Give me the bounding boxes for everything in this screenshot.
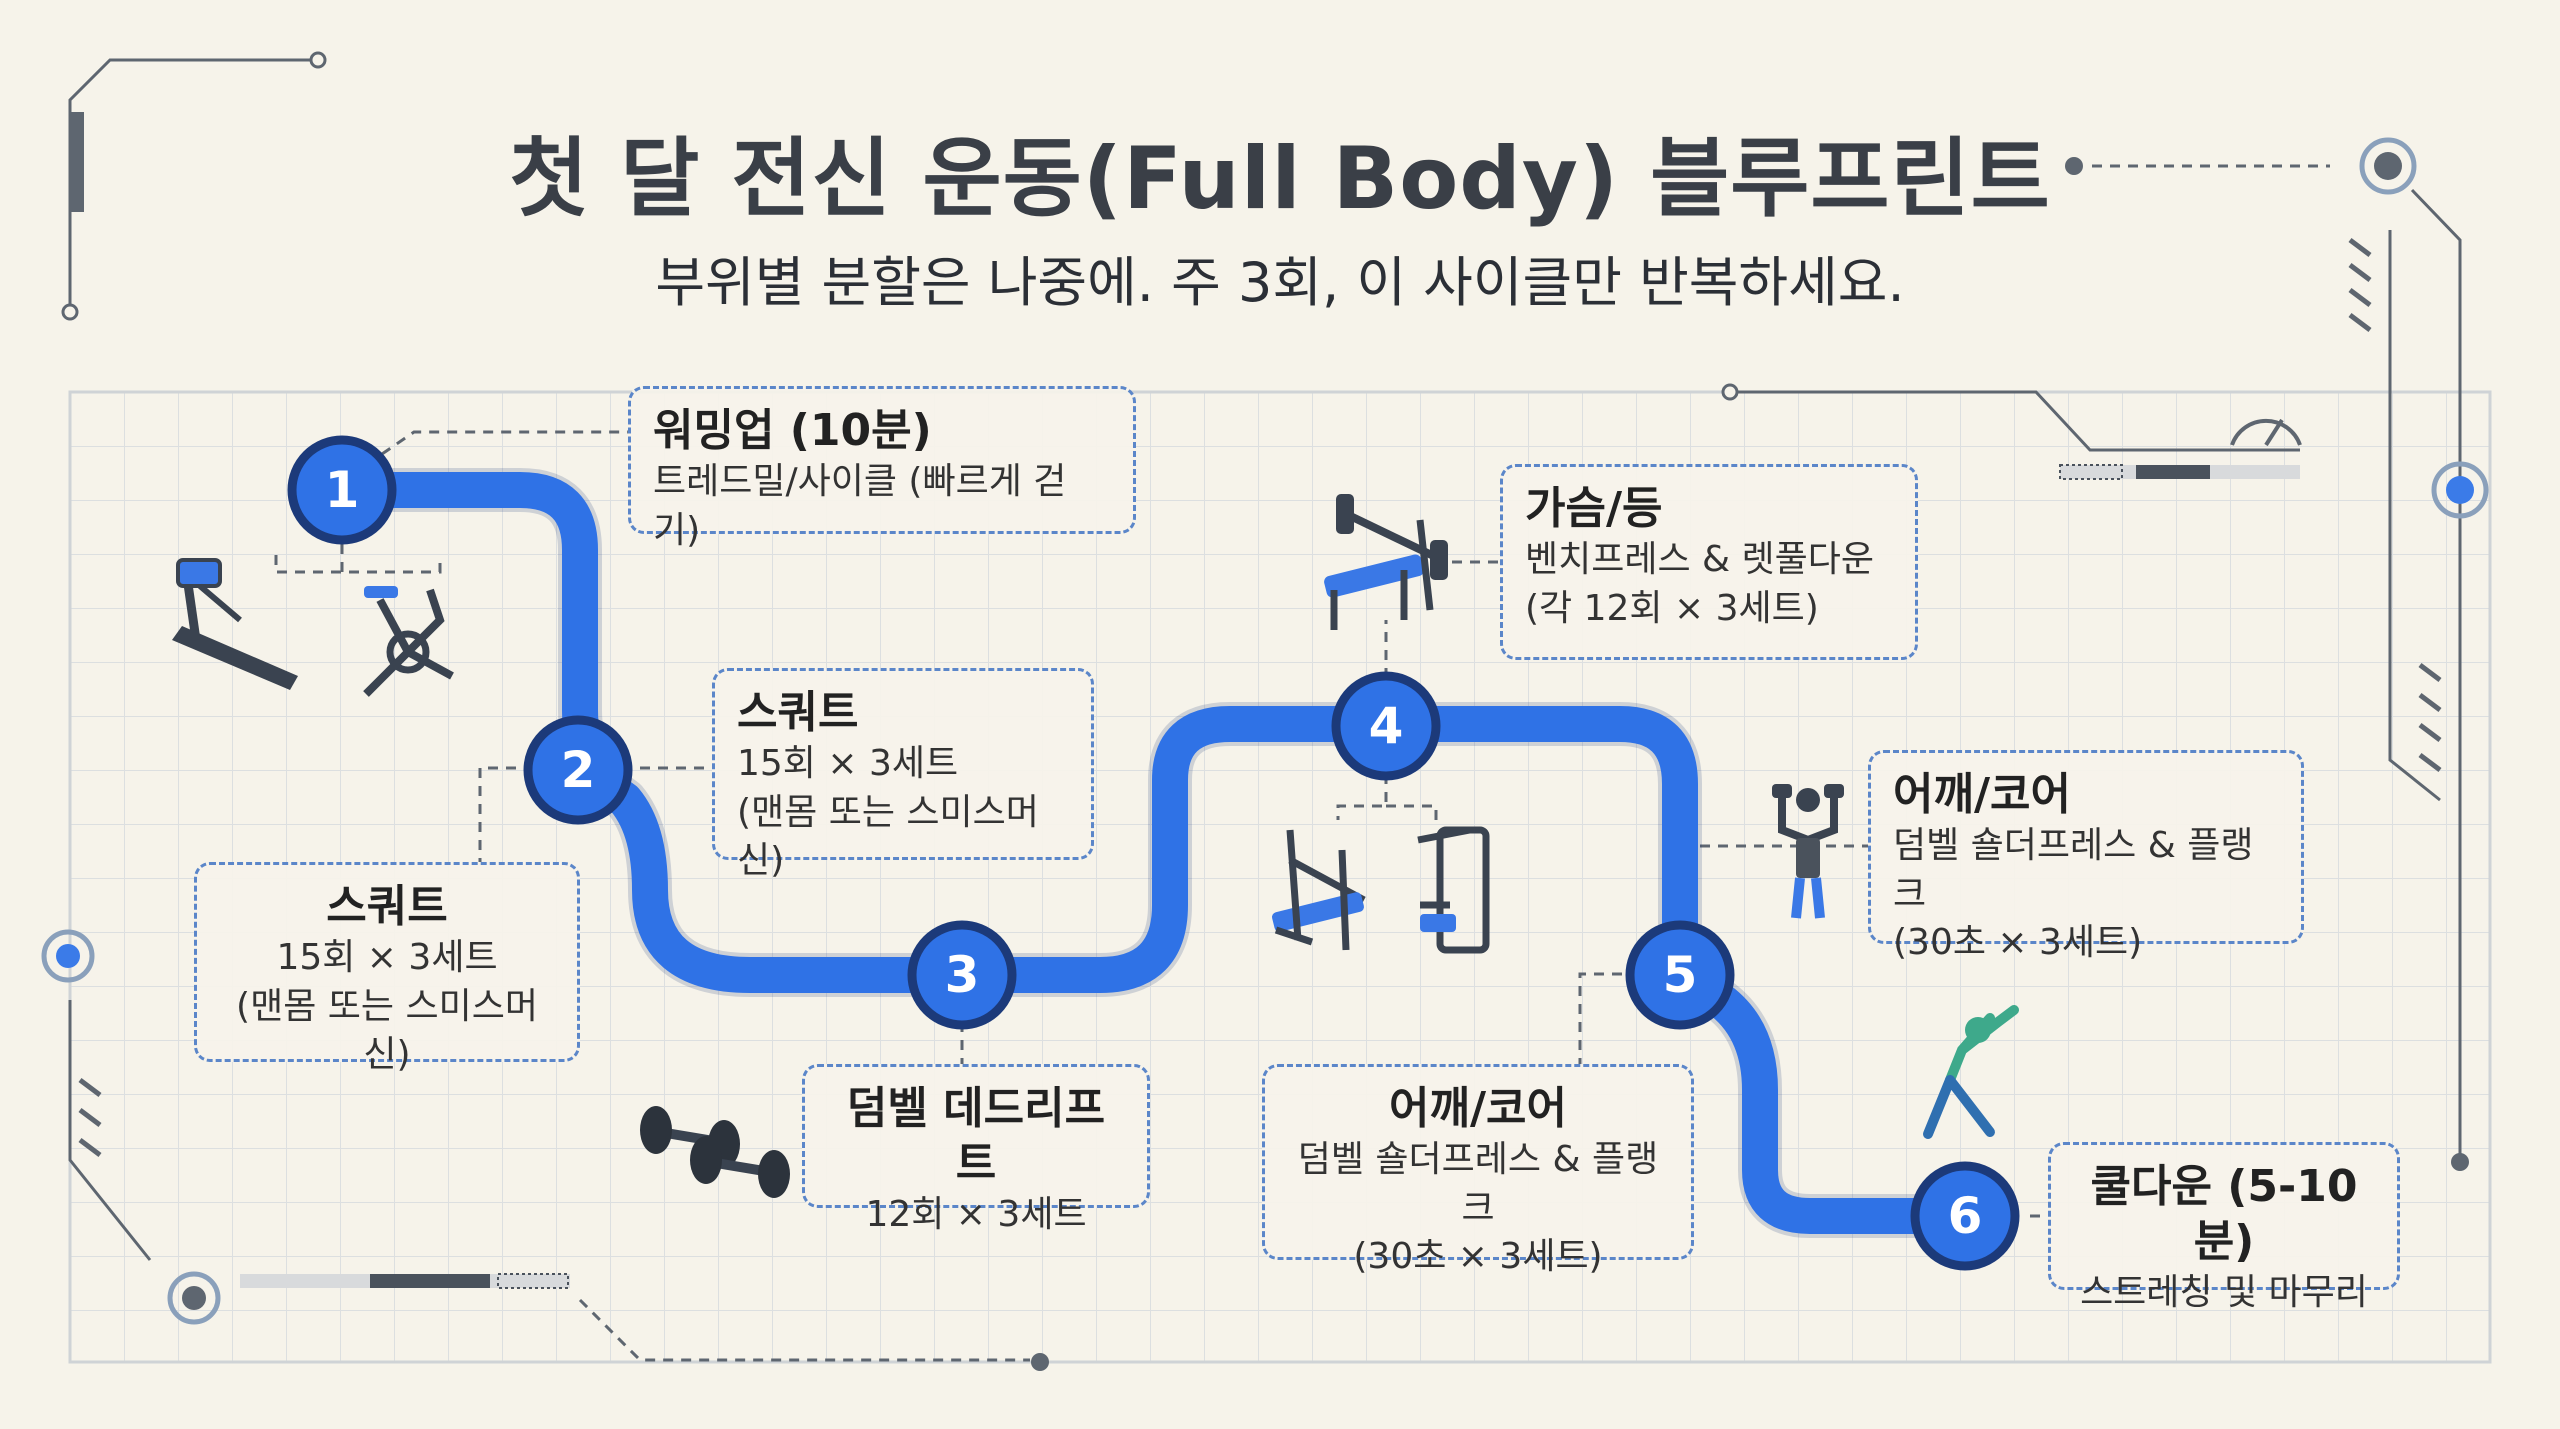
stretching-icon [1923,1005,2019,1139]
step-4-node [1331,671,1441,781]
step-5-line-1: 덤벨 숄더프레스 & 플랭크 [1893,825,2254,915]
shoulder-card-duplicate: 어깨/코어 덤벨 숄더프레스 & 플랭크 (30초 × 3세트) [1262,1064,1694,1277]
decorative-frame [61,51,2469,1371]
decorative-targets [41,137,2489,1325]
shoulder-duplicate-title: 어깨/코어 [1389,1083,1567,1134]
bench-press-icon [1324,494,1448,630]
decorative-bars [240,464,2300,1289]
step-2-number: 2 [561,741,596,799]
step-2-title: 스쿼트 [737,687,859,738]
page-title: 첫 달 전신 운동(Full Body) 블루프린트 [509,129,2051,229]
connector-step-2-dup [478,766,534,862]
connector-step-5-dup [1578,972,1640,1064]
shoulder-press-icon [1772,784,1844,919]
squat-card-duplicate: 스쿼트 15회 × 3세트 (맨몸 또는 스미스머신) [194,862,580,1075]
exercise-bike-icon [363,586,454,697]
shoulder-duplicate-line-2: (30초 × 3세트) [1353,1236,1603,1278]
step-5-node [1625,920,1735,1030]
gauge-icon [2230,418,2302,447]
squat-duplicate-line-2: (맨몸 또는 스미스머신) [236,985,538,1076]
decorative-hatch [78,238,2442,1157]
step-5-number: 5 [1663,946,1698,1004]
step-6-number: 6 [1948,1187,1983,1245]
step-6-title: 쿨다운 (5-10분) [2090,1161,2358,1267]
connector-step-4-icons [1336,774,1438,820]
step-6-line-1: 스트레칭 및 마무리 [2080,1272,2368,1313]
step-6-node [1910,1161,2020,1271]
page-subtitle: 부위별 분할은 나중에. 주 3회, 이 사이클만 반복하세요. [655,251,1905,314]
step-4-title: 가슴/등 [1525,483,1663,534]
bench-machine-icon [1272,826,1490,954]
dumbbells-icon [640,1106,790,1198]
step-4-line-2: (각 12회 × 3세트) [1525,587,1819,629]
step-2-node [523,715,633,825]
step-4-card: 가슴/등 벤치프레스 & 렛풀다운 (각 12회 × 3세트) [1500,464,1918,660]
connector-step-1-icons [274,555,442,574]
squat-duplicate-title: 스쿼트 [326,881,448,932]
step-3-card: 덤벨 데드리프트 12회 × 3세트 [802,1064,1150,1235]
step-3-node [907,920,1017,1030]
step-1-node [287,435,397,545]
squat-duplicate-line-1: 15회 × 3세트 [276,937,498,978]
step-5-line-2: (30초 × 3세트) [1893,922,2143,964]
step-1-card: 워밍업 (10분) 트레드밀/사이클 (빠르게 걷기) [628,386,1136,551]
step-1-title: 워밍업 (10분) [653,405,932,456]
step-5-card: 어깨/코어 덤벨 숄더프레스 & 플랭크 (30초 × 3세트) [1868,750,2304,963]
step-2-card: 스쿼트 15회 × 3세트 (맨몸 또는 스미스머신) [712,668,1094,881]
step-5-title: 어깨/코어 [1893,769,2071,820]
step-4-number: 4 [1369,697,1404,755]
step-3-line-1: 12회 × 3세트 [865,1194,1087,1235]
step-2-line-1: 15회 × 3세트 [737,743,959,784]
treadmill-icon [172,558,298,690]
step-1-number: 1 [325,461,360,519]
step-2-line-2: (맨몸 또는 스미스머신) [737,791,1039,882]
step-1-line-1: 트레드밀/사이클 (빠르게 걷기) [653,461,1067,551]
step-3-title: 덤벨 데드리프트 [846,1083,1106,1189]
step-4-line-1: 벤치프레스 & 렛풀다운 [1525,539,1875,580]
step-3-number: 3 [945,946,980,1004]
connector-step-5 [1678,844,1868,880]
connector-step-1 [381,430,628,456]
shoulder-duplicate-line-1: 덤벨 숄더프레스 & 플랭크 [1297,1139,1659,1229]
step-6-card: 쿨다운 (5-10분) 스트레칭 및 마무리 [2048,1142,2400,1313]
